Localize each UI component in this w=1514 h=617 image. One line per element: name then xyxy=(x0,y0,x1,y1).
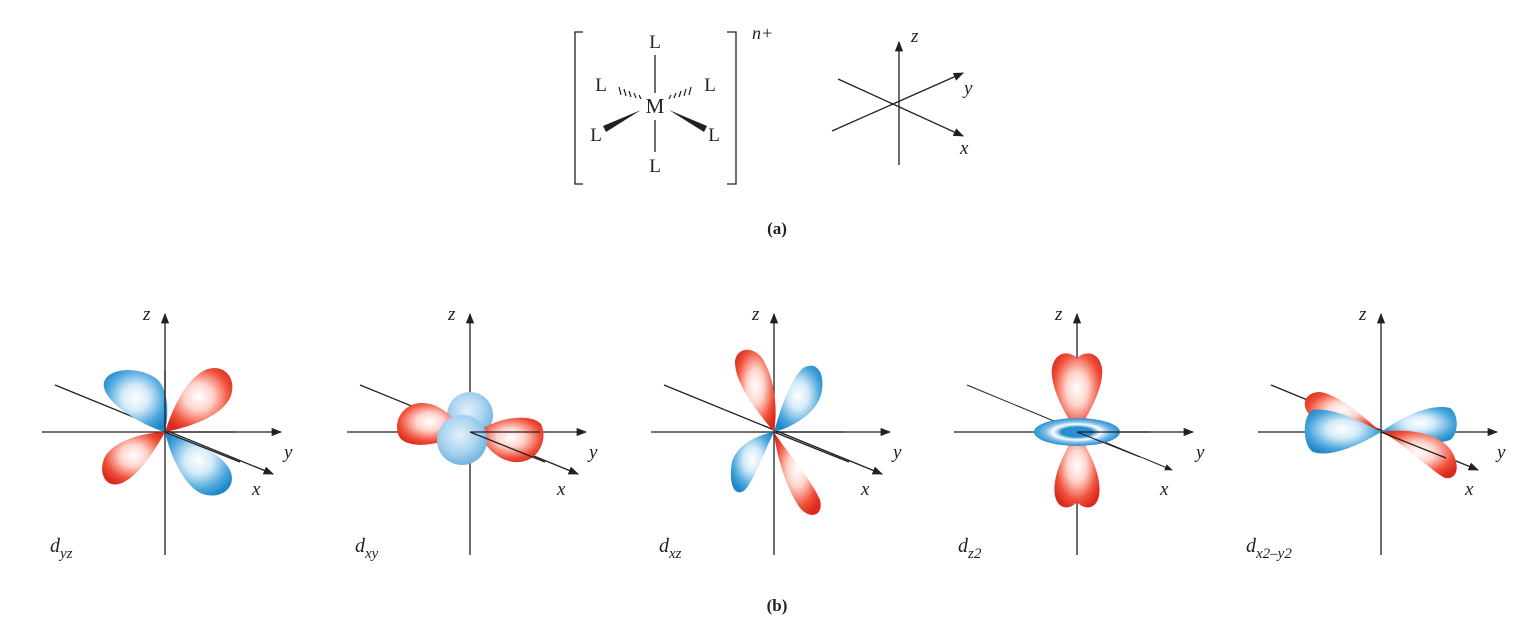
dz2-label: dz2 xyxy=(958,535,982,562)
dxy-axis-z: z xyxy=(447,304,456,325)
lobe-red-right xyxy=(478,417,544,463)
dz2-axis-x: x xyxy=(1159,479,1169,500)
lobe-blue-upper-right xyxy=(774,365,823,432)
reference-axes xyxy=(831,40,964,165)
dyz-axis-y: y xyxy=(282,442,293,463)
lobe-blue-upper-left xyxy=(103,370,168,432)
lobe-red-top xyxy=(1051,353,1103,432)
dx2y2-axis-z: z xyxy=(1358,304,1367,325)
dxz-axis-y: y xyxy=(891,442,902,463)
ligand-upper-right: L xyxy=(704,75,716,96)
x-axis xyxy=(837,78,964,137)
lobe-red-front xyxy=(1381,430,1457,479)
dxz-axis-x: x xyxy=(860,479,870,500)
dxy-axis-x: x xyxy=(556,479,566,500)
lobe-blue-lower-left xyxy=(730,432,774,493)
dx2y2-axis-x: x xyxy=(1464,479,1474,500)
lobe-red-lower-left xyxy=(102,432,165,485)
hashed-bond-left xyxy=(618,86,642,100)
lobe-blue-front xyxy=(437,415,487,465)
dxy-axis-y: y xyxy=(587,442,598,463)
metal-label: M xyxy=(646,94,665,118)
dyz-axis-x: x xyxy=(251,479,261,500)
dyz-axis-z: z xyxy=(142,304,151,325)
lobe-red-bottom xyxy=(1054,432,1100,508)
orbital-dyz xyxy=(42,312,283,555)
dyz-label: dyz xyxy=(50,535,73,562)
panel-a-label: (a) xyxy=(767,219,787,238)
hashed-bond-right xyxy=(668,86,692,100)
ligand-lower-right: L xyxy=(708,125,720,146)
lobe-red-lower-right xyxy=(774,432,821,515)
charge-label: n+ xyxy=(752,23,773,43)
dxz-axis-z: z xyxy=(751,304,760,325)
lobe-blue-lower-right xyxy=(165,432,232,496)
orbital-dz2 xyxy=(954,312,1195,555)
ligand-bottom: L xyxy=(649,156,661,177)
lobe-red-upper-right xyxy=(165,368,233,432)
orbital-dxz xyxy=(651,312,892,555)
orbital-dxy xyxy=(347,312,588,555)
dxy-label: dxy xyxy=(355,535,379,562)
wedge-bond-right xyxy=(669,110,707,132)
complex-structure xyxy=(574,31,737,185)
ligand-top: L xyxy=(649,32,661,53)
right-bracket xyxy=(727,31,737,185)
lobe-blue-left xyxy=(1304,409,1381,454)
dx2y2-axis-y: y xyxy=(1495,442,1506,463)
panel-b-label: (b) xyxy=(767,596,788,615)
orbital-dx2y2 xyxy=(1258,312,1499,555)
ligand-lower-left: L xyxy=(590,125,602,146)
lobe-red-upper-left xyxy=(735,349,776,432)
axis-label-z: z xyxy=(910,26,919,47)
dz2-axis-z: z xyxy=(1054,304,1063,325)
axis-label-y: y xyxy=(962,78,973,99)
y-axis xyxy=(831,72,964,132)
dxz-label: dxz xyxy=(659,535,682,562)
wedge-bond-left xyxy=(603,110,641,132)
axis-label-x: x xyxy=(959,138,969,159)
dx2y2-label: dx2–y2 xyxy=(1246,535,1292,562)
dz2-axis-y: y xyxy=(1194,442,1205,463)
left-bracket xyxy=(574,31,583,185)
ligand-upper-left: L xyxy=(595,75,607,96)
